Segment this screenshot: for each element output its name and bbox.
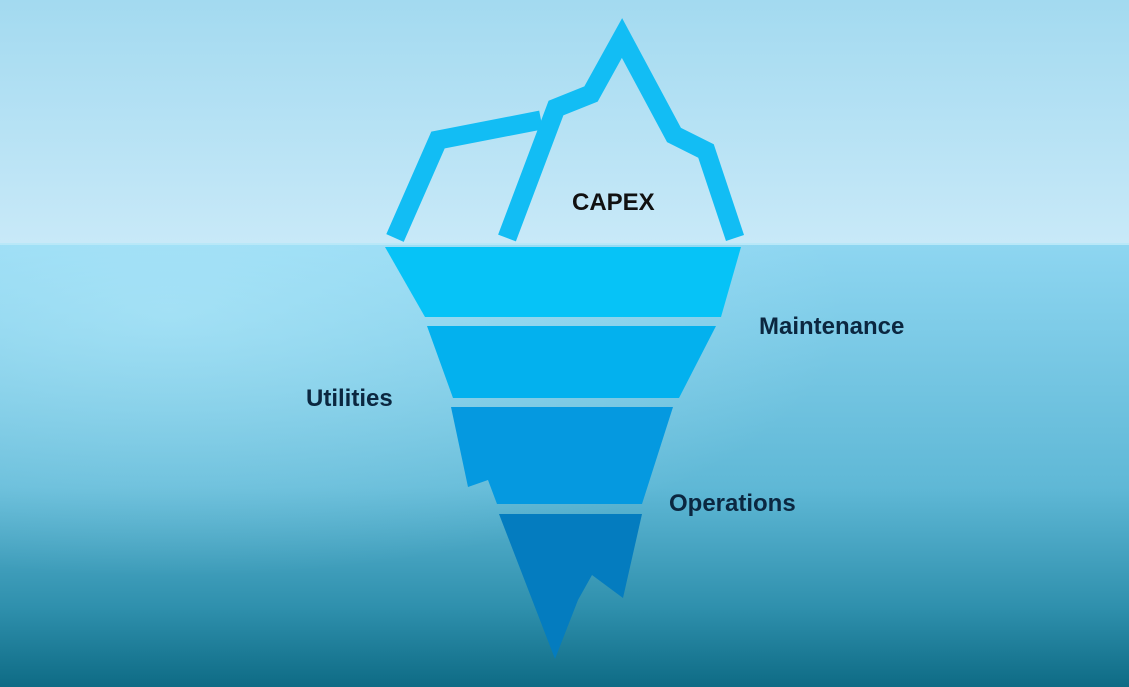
capex-label: CAPEX [572,189,655,216]
iceberg-tip [386,18,745,242]
operations-label: Operations [669,490,796,517]
iceberg-layer-3 [451,407,673,504]
iceberg-layer-1 [385,247,741,317]
iceberg-tip-left-outline [386,110,543,242]
iceberg-tip-main-outline [498,18,745,242]
sky-background [0,0,1129,244]
iceberg-layer-2 [427,326,716,398]
utilities-label: Utilities [306,385,393,412]
iceberg-layer-4 [499,514,642,659]
maintenance-label: Maintenance [759,313,905,340]
